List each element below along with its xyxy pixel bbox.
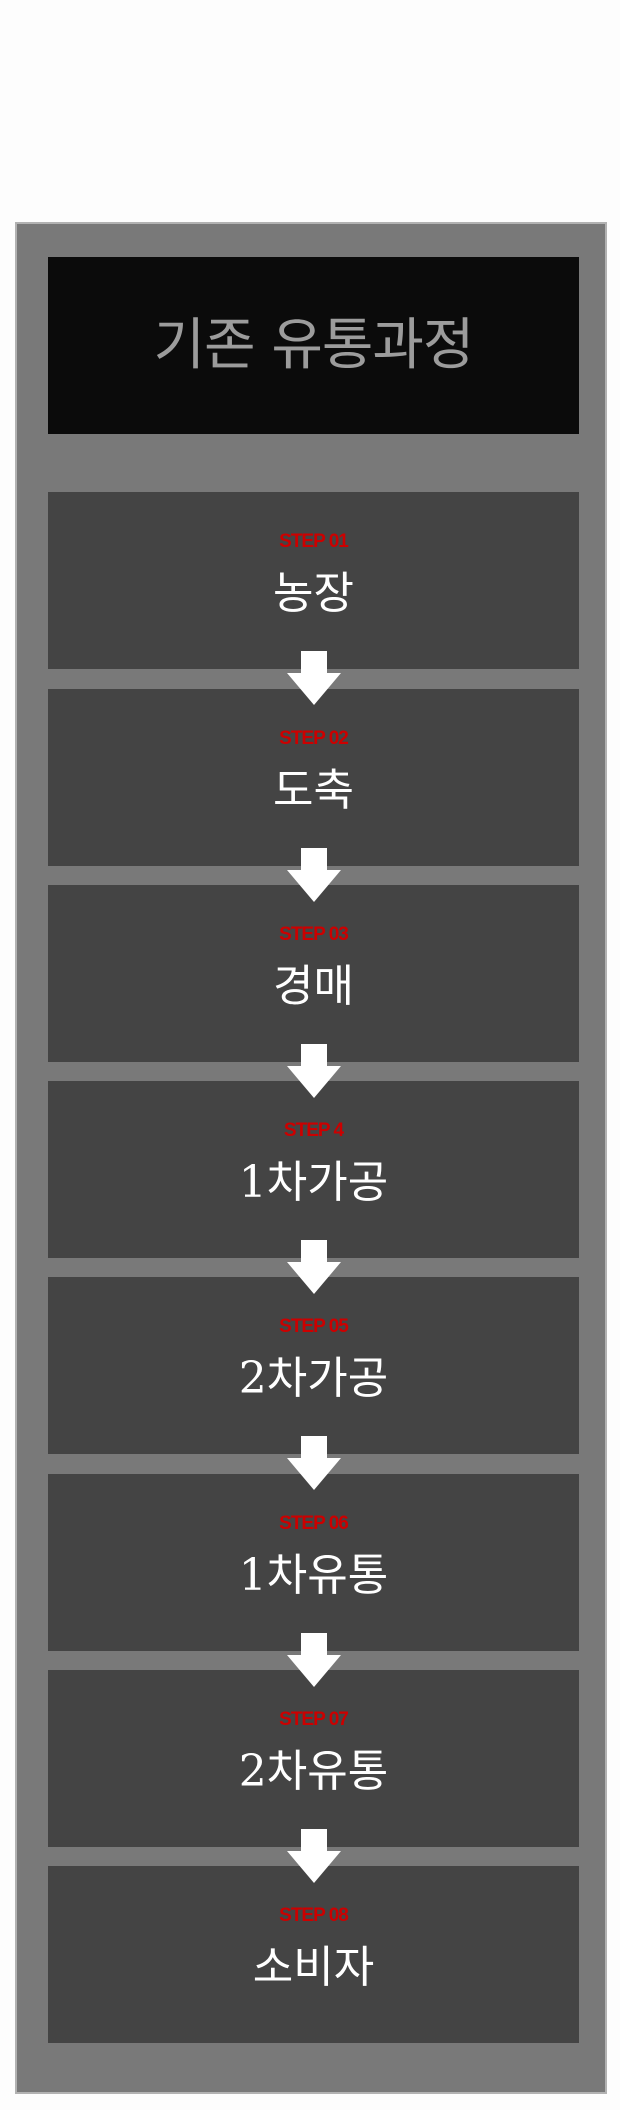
step-box-7: STEP 07 2차유통 bbox=[48, 1670, 579, 1847]
arrow-down-icon bbox=[287, 848, 341, 902]
step-label: STEP 07 bbox=[279, 1709, 349, 1730]
step-box-2: STEP 02 도축 bbox=[48, 689, 579, 866]
step-name: 경매 bbox=[273, 961, 354, 1012]
step-label: STEP 08 bbox=[279, 1905, 349, 1926]
step-name: 1차유통 bbox=[238, 1550, 389, 1601]
step-label: STEP 05 bbox=[279, 1316, 349, 1337]
arrow-down-icon bbox=[287, 651, 341, 705]
step-box-4: STEP 4 1차가공 bbox=[48, 1081, 579, 1258]
arrow-down-icon bbox=[287, 1044, 341, 1098]
arrow-down-icon bbox=[287, 1240, 341, 1294]
step-label: STEP 06 bbox=[279, 1513, 349, 1534]
process-header: 기존 유통과정 bbox=[48, 257, 579, 434]
step-box-5: STEP 05 2차가공 bbox=[48, 1277, 579, 1454]
arrow-down-icon bbox=[287, 1829, 341, 1883]
step-box-6: STEP 06 1차유통 bbox=[48, 1474, 579, 1651]
step-name: 2차가공 bbox=[238, 1353, 389, 1404]
step-box-8: STEP 08 소비자 bbox=[48, 1866, 579, 2043]
step-name: 농장 bbox=[273, 568, 354, 619]
step-name: 소비자 bbox=[252, 1942, 375, 1993]
step-box-3: STEP 03 경매 bbox=[48, 885, 579, 1062]
process-title: 기존 유통과정 bbox=[153, 312, 475, 378]
step-label: STEP 4 bbox=[283, 1120, 344, 1141]
step-label: STEP 01 bbox=[279, 531, 349, 552]
step-label: STEP 03 bbox=[279, 924, 349, 945]
step-name: 2차유통 bbox=[238, 1746, 389, 1797]
step-name: 1차가공 bbox=[238, 1157, 389, 1208]
step-label: STEP 02 bbox=[279, 728, 349, 749]
arrow-down-icon bbox=[287, 1633, 341, 1687]
step-box-1: STEP 01 농장 bbox=[48, 492, 579, 669]
arrow-down-icon bbox=[287, 1436, 341, 1490]
step-name: 도축 bbox=[273, 765, 354, 816]
